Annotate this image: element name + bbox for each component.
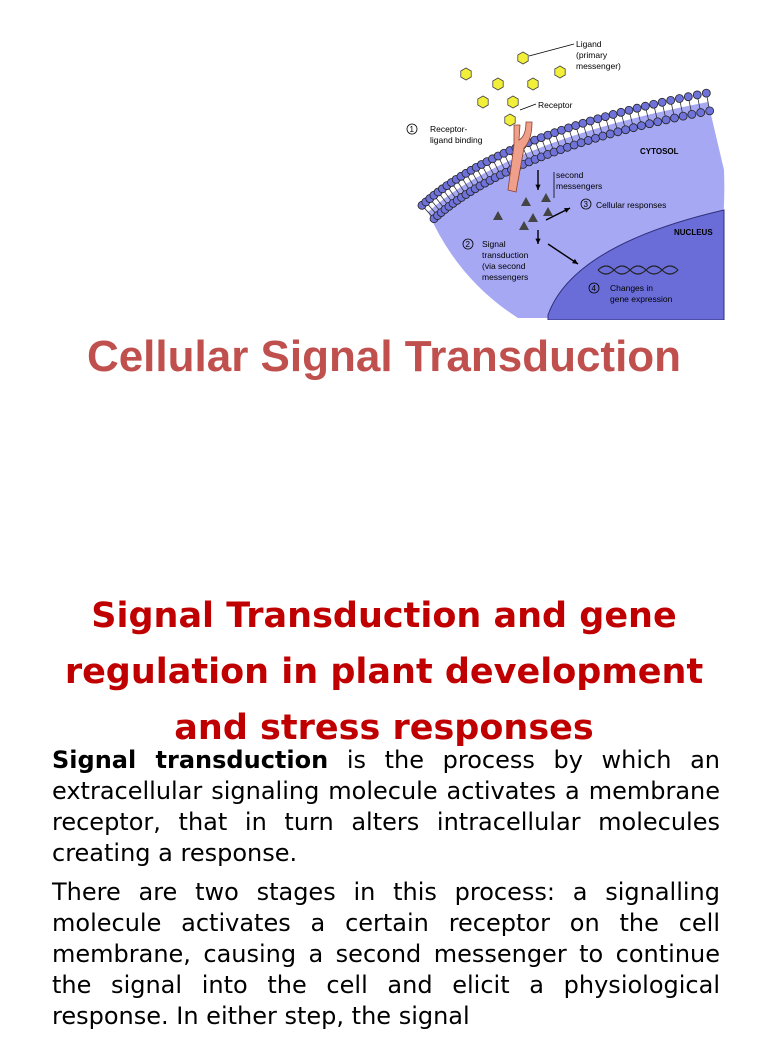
second-messenger <box>493 211 503 220</box>
step1-label: Receptor- <box>430 124 467 134</box>
lipid-head <box>632 103 642 113</box>
definition-text: is the process by which an extracellular… <box>52 746 721 867</box>
arrow-down-1-head <box>535 184 541 190</box>
step-number: 4 <box>592 284 597 293</box>
receptor-label: Receptor <box>538 100 573 110</box>
lipid-head <box>616 107 626 117</box>
paragraph-definition: Signal transduction is the process by wh… <box>52 745 720 869</box>
second-messenger <box>519 221 529 230</box>
lipid-head <box>701 88 711 98</box>
second-messengers-label: messengers <box>556 181 602 191</box>
nucleus-label: NUCLEUS <box>674 228 713 237</box>
lipid-head <box>675 94 684 103</box>
key-term: Signal transduction <box>52 746 329 774</box>
arrow-to-nucleus-head <box>572 258 578 264</box>
arrow-down-2-head <box>535 238 541 244</box>
step-number-circle <box>406 123 418 135</box>
lipid-head <box>687 109 697 119</box>
lipid-head <box>683 92 693 102</box>
lipid-head <box>600 112 610 121</box>
step-number: 3 <box>584 200 589 209</box>
lipid-head <box>696 108 706 117</box>
step4-label: Changes in <box>610 283 653 293</box>
ligand-label: messenger) <box>576 61 621 71</box>
receptor-protein <box>507 121 533 193</box>
page-title: Cellular Signal Transduction <box>86 332 682 381</box>
lipid-head <box>649 99 659 109</box>
lipid-head <box>629 123 638 133</box>
lipid-head <box>598 131 608 141</box>
lipid-head <box>613 127 623 137</box>
lipid-head <box>578 118 588 128</box>
lipid-head <box>585 116 595 126</box>
step4-label: gene expression <box>610 294 673 304</box>
ligand-leader <box>528 43 575 57</box>
lipid-head <box>593 114 603 124</box>
ligand-hexagon <box>527 77 539 91</box>
body-text: Signal transduction is the process by wh… <box>52 745 720 1040</box>
lipid-head <box>666 95 676 105</box>
second-messenger <box>528 213 538 222</box>
lipid-head <box>583 136 593 145</box>
lipid-head <box>645 119 654 129</box>
lipid-head <box>571 121 581 130</box>
lipid-head <box>608 110 618 119</box>
lipid-head <box>624 105 634 115</box>
lipid-head <box>678 111 688 121</box>
step1-label: ligand binding <box>430 135 483 145</box>
second-messenger <box>541 193 551 202</box>
ligand-hexagon <box>517 51 529 65</box>
lipid-head <box>705 106 715 116</box>
second-messengers-label: second <box>556 170 584 180</box>
dna-strand <box>597 265 679 275</box>
step-number-circle <box>580 198 592 210</box>
lipid-head <box>692 90 702 100</box>
slide-subtitle: Signal Transduction and gene regulation … <box>64 596 704 748</box>
paragraph-stages: There are two stages in this process: a … <box>52 878 720 1030</box>
step-number: 2 <box>466 240 471 249</box>
ligand-molecules <box>460 51 566 127</box>
ligand-label: Ligand <box>576 39 602 49</box>
second-messenger <box>521 197 531 206</box>
lipid-head <box>657 97 667 107</box>
arrow-to-responses-head <box>564 208 570 213</box>
lipid-head <box>670 113 679 123</box>
lipid-head <box>640 101 650 111</box>
second-messenger <box>543 207 553 216</box>
ligand-label: (primary <box>576 50 608 60</box>
arrow-to-nucleus <box>547 243 579 265</box>
step2-label: (via second <box>482 261 526 271</box>
ligand-hexagon <box>477 95 489 109</box>
ligand-hexagon <box>507 95 519 109</box>
receptor-leader <box>519 103 537 111</box>
step2-label: Signal <box>482 239 506 249</box>
lipid-head <box>591 133 600 143</box>
cytosol-label: CYTOSOL <box>640 147 679 156</box>
lipid-head <box>653 117 663 127</box>
lipid-head <box>661 115 671 125</box>
step-number: 1 <box>410 125 415 134</box>
ligand-hexagon <box>554 65 566 79</box>
lipid-head <box>605 129 615 139</box>
step2-label: transduction <box>482 250 529 260</box>
ligand-hexagon <box>492 77 504 91</box>
lipid-head <box>637 121 646 131</box>
step2-label: messengers <box>482 272 528 282</box>
step3-label: Cellular responses <box>596 200 666 210</box>
step-number-circle <box>462 238 474 250</box>
ligand-hexagon <box>460 67 472 81</box>
ligand-hexagon <box>504 113 516 127</box>
dna-strand <box>597 265 679 275</box>
lipid-head <box>621 125 630 135</box>
step-number-circle <box>588 282 600 294</box>
